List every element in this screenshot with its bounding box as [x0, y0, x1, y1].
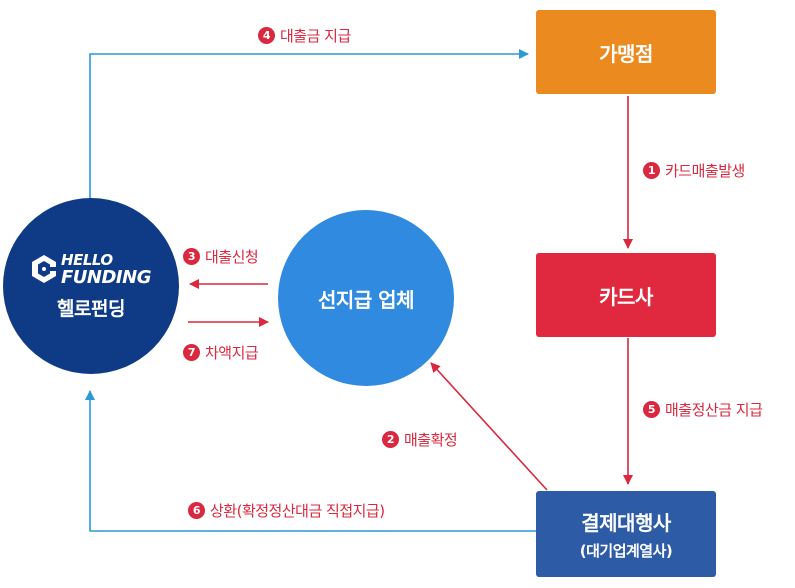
step-2-label: 2 매출확정 — [382, 429, 458, 450]
step-3-text: 대출신청 — [205, 248, 259, 266]
prepay-company-label: 선지급 업체 — [318, 287, 414, 312]
card-company-label: 카드사 — [599, 284, 653, 309]
step-7-badge: 7 — [183, 344, 200, 361]
hello-funding-label: 헬로펀딩 — [57, 297, 125, 320]
step-1-badge: 1 — [643, 162, 660, 179]
step-3-label: 3 대출신청 — [183, 246, 259, 267]
arrow-loan-payment — [89, 49, 529, 200]
pg-sublabel: (대기업계열사) — [579, 542, 673, 560]
step-2-text: 매출확정 — [404, 431, 458, 449]
pg-label: 결제대행사 — [581, 511, 671, 535]
step-2-badge: 2 — [382, 431, 399, 448]
pg-node: 결제대행사 (대기업계열사) — [536, 491, 716, 577]
merchant-node: 가맹점 — [536, 10, 716, 94]
prepay-company-node: 선지급 업체 — [278, 210, 454, 386]
step-7-label: 7 차액지급 — [183, 342, 259, 363]
hello-funding-node: HELLO FUNDING 헬로펀딩 — [3, 198, 179, 374]
step-4-text: 대출금 지급 — [280, 27, 351, 45]
hello-funding-logo: HELLO FUNDING — [31, 250, 151, 288]
step-7-text: 차액지급 — [205, 344, 259, 362]
step-6-badge: 6 — [188, 502, 205, 519]
step-4-label: 4 대출금 지급 — [258, 25, 351, 46]
logo-hello-text: HELLO — [61, 250, 113, 269]
step-6-label: 6 상환(확정정산대금 직접지급) — [188, 500, 385, 521]
step-5-text: 매출정산금 지급 — [665, 401, 763, 419]
arrow-repayment — [85, 390, 536, 532]
merchant-label: 가맹점 — [599, 41, 653, 66]
arrow-sales-confirm — [430, 362, 548, 491]
step-1-text: 카드매출발생 — [665, 162, 745, 180]
step-5-label: 5 매출정산금 지급 — [643, 399, 763, 420]
step-4-badge: 4 — [258, 27, 275, 44]
step-1-label: 1 카드매출발생 — [643, 160, 745, 181]
card-company-node: 카드사 — [536, 253, 716, 337]
step-5-badge: 5 — [643, 401, 660, 418]
hello-funding-logo-icon — [32, 254, 58, 283]
logo-funding-text: FUNDING — [61, 266, 151, 288]
step-6-text: 상환(확정정산대금 직접지급) — [210, 502, 385, 520]
step-3-badge: 3 — [183, 248, 200, 265]
